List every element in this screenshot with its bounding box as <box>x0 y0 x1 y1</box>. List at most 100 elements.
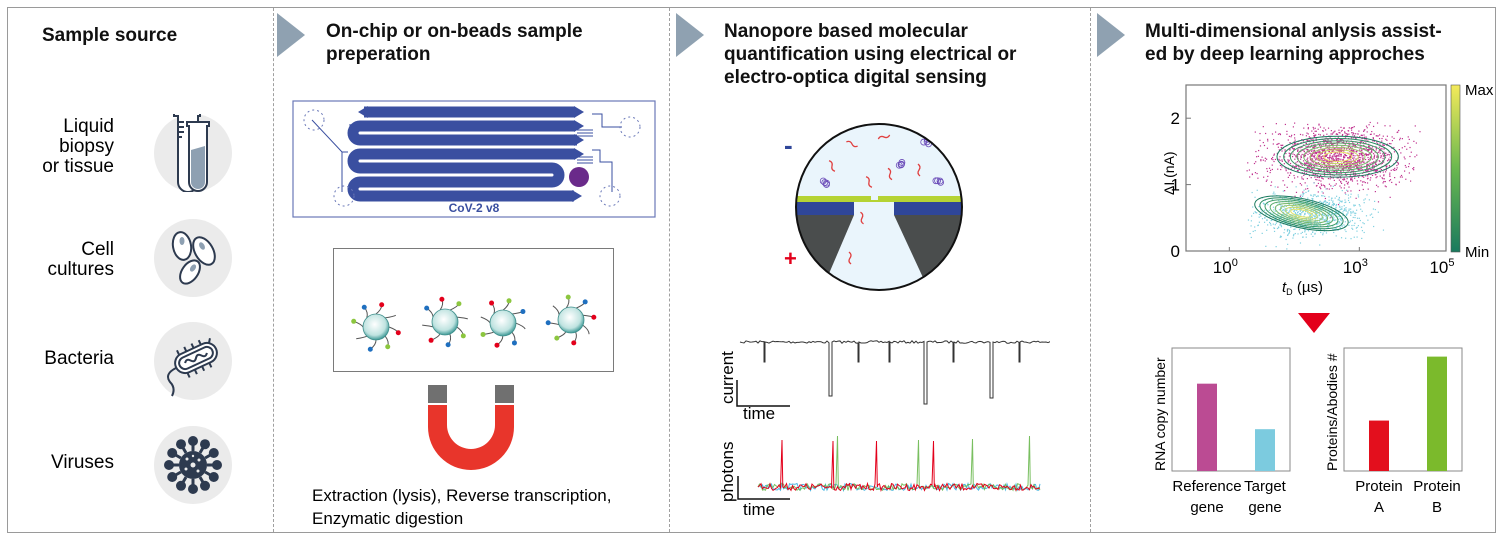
scatter-point <box>1338 212 1340 215</box>
scatter-point <box>1306 146 1308 148</box>
virus-spike-tip <box>188 436 198 446</box>
scatter-point <box>1324 129 1327 131</box>
scatter-point <box>1357 225 1359 227</box>
scatter-point <box>1259 213 1262 215</box>
scatter-point <box>1346 157 1349 159</box>
scatter-point <box>1315 130 1317 132</box>
scatter-point <box>1317 128 1319 130</box>
scatter-point <box>1353 126 1355 128</box>
scatter-point <box>1343 150 1345 152</box>
scatter-point <box>1347 211 1349 213</box>
scatter-point <box>1252 230 1254 233</box>
scatter-point <box>1266 229 1268 231</box>
scatter-point <box>1369 179 1371 181</box>
scatter-point <box>1307 190 1309 192</box>
scatter-point <box>1290 198 1292 200</box>
scatter-point <box>1318 151 1320 153</box>
scatter-point <box>1329 175 1331 177</box>
scatter-point <box>1374 200 1376 202</box>
scatter-point <box>1290 168 1292 170</box>
scatter-point <box>1308 164 1311 167</box>
scatter-point <box>1336 138 1339 140</box>
scatter-point <box>1261 156 1263 158</box>
scatter-point <box>1279 224 1281 226</box>
scatter-point <box>1349 168 1352 170</box>
scatter-point <box>1370 169 1372 171</box>
scatter-point <box>1357 174 1359 177</box>
scatter-point <box>1280 215 1283 217</box>
scatter-point <box>1263 209 1266 211</box>
scatter-point <box>1350 129 1353 131</box>
scatter-point <box>1340 187 1342 189</box>
scatter-point <box>1256 212 1258 214</box>
scatter-point <box>1358 130 1360 132</box>
scatter-point <box>1301 178 1303 180</box>
scatter-point <box>1355 174 1357 176</box>
scatter-point <box>1267 224 1269 226</box>
scatter-point <box>1293 154 1296 156</box>
scatter-point <box>1331 133 1333 135</box>
bar-y-axis-label: RNA copy number <box>1152 357 1168 471</box>
scatter-point <box>1344 137 1347 139</box>
scatter-point <box>1350 211 1352 213</box>
bead-probe <box>385 344 391 350</box>
scatter-point <box>1305 164 1307 166</box>
scatter-point <box>1354 155 1356 157</box>
scatter-point <box>1324 152 1326 154</box>
scatter-point <box>1377 211 1379 213</box>
virus-spike-tip <box>200 439 210 450</box>
scatter-point <box>1319 156 1321 158</box>
scatter-point <box>1343 208 1346 210</box>
scatter-point <box>1344 229 1346 231</box>
scatter-point <box>1370 147 1372 149</box>
scatter-point <box>1275 246 1277 248</box>
scatter-point <box>1340 153 1342 155</box>
scatter-point <box>1275 216 1277 218</box>
scatter-point <box>1282 148 1284 150</box>
bead-probe <box>571 340 577 346</box>
bead-probe <box>506 298 512 304</box>
scatter-point <box>1393 137 1395 140</box>
scatter-point <box>1332 204 1334 207</box>
scatter-point <box>1258 216 1260 218</box>
density-contour <box>1269 201 1334 226</box>
scatter-point <box>1315 178 1317 181</box>
scatter-point <box>1265 158 1268 160</box>
scatter-point <box>1285 168 1287 170</box>
scatter-point <box>1372 138 1374 140</box>
title-line: Nanopore based molecular <box>724 21 968 42</box>
scatter-point <box>1315 134 1317 136</box>
scatter-point <box>1314 194 1316 196</box>
scatter-point <box>1359 143 1361 145</box>
scatter-point <box>1307 128 1309 130</box>
scatter-point <box>1337 161 1339 163</box>
scatter-point <box>1299 242 1302 244</box>
scatter-point <box>1345 160 1347 162</box>
scatter-point <box>1337 199 1339 201</box>
scatter-point <box>1334 153 1336 155</box>
scatter-point <box>1297 214 1299 216</box>
scatter-point <box>1288 232 1290 235</box>
scatter-point <box>1362 161 1364 163</box>
scatter-point <box>1289 210 1291 212</box>
scatter-point <box>1273 215 1275 218</box>
scatter-point <box>1317 162 1320 164</box>
scatter-point <box>1307 140 1309 142</box>
scatter-point <box>1277 146 1279 148</box>
scatter-point <box>1377 169 1379 171</box>
y-tick-label: 0 <box>1171 242 1180 261</box>
scatter-point <box>1310 164 1312 166</box>
scatter-point <box>1344 225 1346 227</box>
scatter-point <box>1327 139 1329 141</box>
scatter-point <box>1266 168 1268 170</box>
scatter-point <box>1295 162 1297 164</box>
scatter-point <box>1339 132 1341 134</box>
scatter-point <box>1273 230 1276 233</box>
scatter-point <box>1290 226 1292 228</box>
scatter-point <box>1364 153 1366 155</box>
scatter-point <box>1316 179 1318 181</box>
scatter-point <box>1316 206 1318 208</box>
scatter-point <box>1325 168 1328 170</box>
scatter-point <box>1326 133 1328 135</box>
scatter-point <box>1312 150 1314 152</box>
